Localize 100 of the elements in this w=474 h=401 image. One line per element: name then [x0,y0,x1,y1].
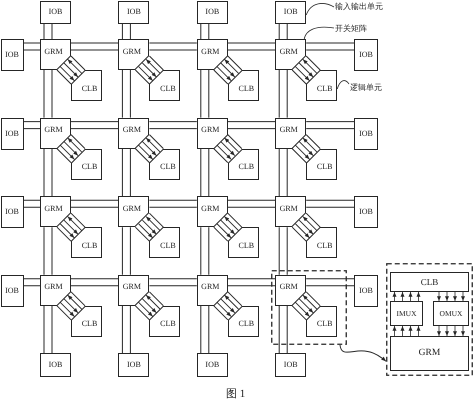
double-line [148,278,198,286]
io-block-box: IOB [275,353,306,377]
logic-block-box: CLB [71,227,102,258]
routing-matrix-box: GRM [118,274,150,306]
arrow [224,216,239,231]
arrow [220,298,236,314]
io-block-box: IOB [118,0,150,24]
arrow [60,144,75,160]
double-line [278,305,288,354]
double-line [148,200,198,208]
logic-block-box: CLB [306,227,338,258]
arrow [146,137,161,152]
arrow [416,326,420,336]
arrow [295,223,310,238]
double-line [122,70,131,118]
arrow [60,223,75,238]
double-line [278,148,288,197]
logic-block-box: CLB [228,227,259,258]
logic-block-box: CLB [306,70,338,101]
arrow [64,62,78,78]
double-line [70,200,119,208]
arrow [142,62,157,78]
arrow [64,220,78,235]
arrow [142,141,157,156]
logic-block-box: CLB [71,306,102,337]
double-line [23,200,40,208]
arrow [461,326,465,336]
double-line [148,42,198,50]
double-line [278,226,288,276]
arrow [216,223,232,238]
io-block-box: IOB [0,274,24,307]
double-line [148,121,198,130]
arrow [445,292,449,302]
io-block-box: IOB [354,274,378,307]
arrow [400,326,404,336]
callout-label: 输入输出单元 [335,3,383,11]
arrow [67,58,82,74]
double-line [70,278,119,286]
arrow [400,292,404,302]
arrow [295,144,310,160]
routing-matrix-box: GRM [275,118,306,149]
io-block-box: IOB [196,353,228,377]
io-block-box: IOB [0,196,24,228]
arrow [67,137,82,152]
arrow [392,292,396,302]
arrow [67,216,82,231]
routing-matrix-box: GRM [40,39,71,70]
arrow [302,216,318,231]
double-line [200,70,210,118]
arrow [138,223,154,238]
routing-matrix-box: GRM [118,118,150,149]
double-line [44,70,52,118]
logic-block-box: CLB [306,148,338,180]
double-line [70,121,119,130]
io-block-box: IOB [40,0,71,24]
routing-matrix-box: GRM [390,336,469,371]
double-line [227,42,276,50]
io-block-box: IOB [118,353,150,377]
routing-matrix-box: GRM [40,196,71,228]
arrow [142,220,157,235]
logic-block-box: CLB [71,70,102,101]
arrow [138,302,154,317]
io-block-box: IOB [354,118,378,150]
arrow [64,141,78,156]
arrow [224,294,239,310]
arrow [437,292,441,302]
logic-block-box: CLB [228,70,259,101]
routing-matrix-box: GRM [196,274,228,306]
double-line [200,305,210,354]
double-line [23,121,40,130]
logic-block-box: CLB [228,148,259,180]
io-block-box: IOB [354,196,378,228]
dashed-frame [271,270,347,345]
routing-matrix-box: GRM [196,118,228,149]
logic-block-box: CLB [306,306,338,337]
double-line [70,42,119,50]
figure-caption: 图 1 [226,389,246,400]
logic-block-box: CLB [149,148,180,180]
double-line [44,305,52,354]
arrow [461,292,465,302]
double-line [306,121,354,130]
arrow [138,144,154,160]
double-line [278,23,288,40]
arrow [216,302,232,317]
arrow [64,298,78,314]
io-block-box: IOB [40,353,71,377]
double-line [278,70,288,118]
arrow [416,292,420,302]
arrow [60,302,75,317]
arrow [298,220,314,235]
arrow [408,292,412,302]
double-line [306,200,354,208]
double-line [306,42,354,50]
routing-matrix-box: GRM [275,274,306,306]
routing-matrix-box: GRM [196,39,228,70]
double-line [200,148,210,197]
arrow [216,66,232,82]
double-line [200,23,210,40]
leader-line [336,80,350,90]
double-line [227,278,276,286]
